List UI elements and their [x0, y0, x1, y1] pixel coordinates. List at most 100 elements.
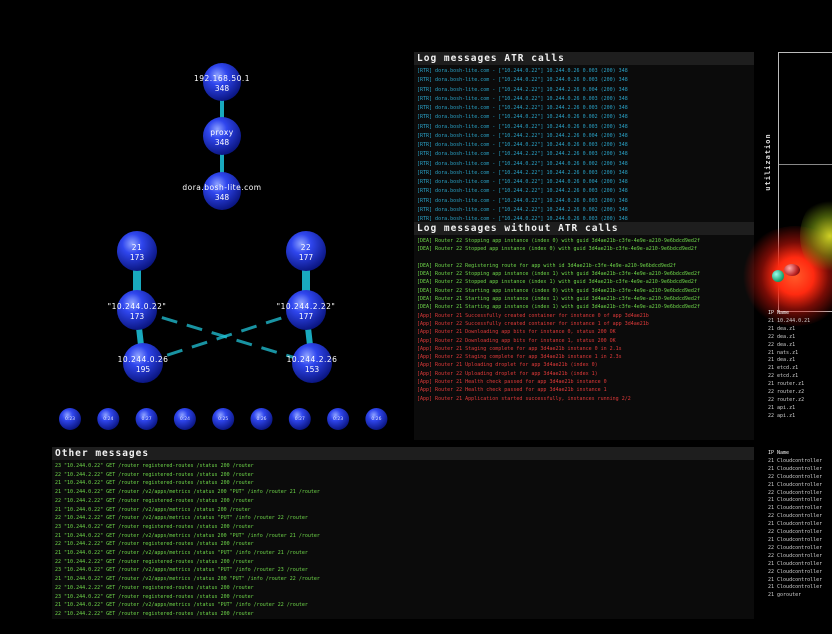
log-line: [RTR] dora.bosh-lite.com - ["10.244.2.22… — [417, 151, 628, 158]
log-line: [App] Router 22 Staging complete for app… — [417, 354, 622, 361]
small-node[interactable] — [250, 408, 273, 430]
heat-point[interactable] — [772, 270, 784, 282]
node-sphere[interactable] — [292, 343, 332, 383]
other-messages-lines[interactable]: 23 "10.244.0.22" GET /router registered-… — [55, 462, 752, 618]
node-sphere[interactable] — [117, 231, 157, 271]
network-graph: 192.168.50.1348proxy348dora.bosh-lite.co… — [59, 63, 388, 430]
heat-point[interactable] — [784, 264, 800, 276]
noatr-log-lines[interactable]: [DEA] Router 22 Stopping app instance (i… — [417, 237, 752, 437]
log-line: [RTR] dora.bosh-lite.com - ["10.244.0.22… — [417, 197, 628, 204]
log-line: 21 dea.z1 — [768, 357, 796, 364]
node-label: dora.bosh-lite.com — [182, 183, 261, 192]
log-line: [RTR] dora.bosh-lite.com - ["10.244.0.22… — [417, 95, 628, 102]
log-line: [App] Router 22 Successfully created con… — [417, 320, 649, 327]
log-line — [417, 254, 752, 262]
node-sphere[interactable] — [203, 172, 241, 210]
log-line: 21 Cloudcontroller — [768, 584, 823, 591]
log-line: 21 "10.244.0.22" GET /router registered-… — [55, 480, 254, 487]
log-line: 21 "10.244.0.22" GET /router /v2/apps/me… — [55, 602, 308, 609]
log-line: 21 dea.z1 — [768, 325, 796, 332]
small-node[interactable] — [97, 408, 120, 430]
log-line: 23 "10.244.0.22" GET /router registered-… — [55, 463, 254, 469]
log-line: 21 gorouter — [768, 592, 802, 599]
atr-log-title: Log messages ATR calls — [414, 52, 754, 65]
log-line: 22 "10.244.2.22" GET /router registered-… — [55, 497, 254, 504]
log-line: 21 Cloudcontroller — [768, 521, 823, 528]
small-node[interactable] — [212, 408, 235, 430]
log-line: [RTR] dora.bosh-lite.com - ["10.244.2.22… — [417, 206, 628, 213]
node-label: 192.168.50.1 — [194, 74, 250, 83]
noatr-log-title: Log messages without ATR calls — [414, 222, 754, 235]
log-line: 22 "10.244.2.22" GET /router registered-… — [55, 558, 254, 565]
log-line: 21 etcd.z1 — [768, 365, 799, 372]
log-line: 23 "10.244.0.22" GET /router /v2/apps/me… — [55, 567, 308, 574]
log-line: [DEA] Router 21 Starting app instance (i… — [417, 296, 700, 303]
node-sphere[interactable] — [203, 117, 241, 155]
log-line: 22 "10.244.2.22" GET /router registered-… — [55, 471, 254, 478]
node-sphere[interactable] — [203, 63, 241, 101]
list1-header: IP Name — [768, 310, 790, 316]
log-line: 22 api.z1 — [768, 412, 796, 419]
log-line: [DEA] Router 21 Starting app instance (i… — [417, 304, 700, 311]
log-line: [DEA] Router 22 Stopping app instance (i… — [417, 238, 700, 244]
noatr-log-panel: Log messages without ATR calls [DEA] Rou… — [414, 222, 754, 440]
small-node[interactable] — [288, 408, 311, 430]
small-node-label: 0:23 — [333, 416, 343, 422]
small-node[interactable] — [59, 408, 81, 430]
log-line: [RTR] dora.bosh-lite.com - ["10.244.0.22… — [417, 68, 628, 74]
node-sphere[interactable] — [286, 290, 326, 330]
log-line: 21 nats.z1 — [768, 349, 799, 356]
node-sphere[interactable] — [117, 290, 157, 330]
log-line: 21 Cloudcontroller — [768, 497, 823, 504]
log-line: [RTR] dora.bosh-lite.com - ["10.244.0.22… — [417, 123, 628, 130]
atr-log-lines[interactable]: [RTR] dora.bosh-lite.com - ["10.244.0.22… — [417, 67, 752, 221]
graph-node[interactable]: "10.244.0.22"173 — [108, 290, 167, 330]
node-count: 173 — [130, 253, 145, 262]
node-count: 348 — [215, 138, 230, 147]
node-sphere[interactable] — [286, 231, 326, 271]
log-line: [RTR] dora.bosh-lite.com - ["10.244.0.22… — [417, 160, 628, 167]
log-line: 22 Cloudcontroller — [768, 489, 823, 496]
small-node[interactable] — [135, 408, 158, 430]
log-line: 21 Cloudcontroller — [768, 560, 823, 567]
log-line: 23 "10.244.0.22" GET /router registered-… — [55, 593, 254, 600]
node-label: 21 — [132, 243, 143, 252]
log-line: 22 router.z2 — [768, 389, 805, 396]
log-line: 22 router.z2 — [768, 396, 805, 403]
log-line: [RTR] dora.bosh-lite.com - ["10.244.2.22… — [417, 132, 628, 139]
log-line: 22 dea.z1 — [768, 341, 796, 348]
node-count: 348 — [215, 84, 230, 93]
log-line: [App] Router 21 Application started succ… — [417, 395, 631, 402]
log-line: 22 Cloudcontroller — [768, 568, 823, 575]
node-sphere[interactable] — [123, 343, 163, 383]
graph-node[interactable]: "10.244.2.22"177 — [277, 290, 336, 330]
log-line: [DEA] Router 22 Starting app instance (i… — [417, 287, 700, 294]
small-node-label: 0:27 — [295, 416, 305, 422]
small-node-label: 0:25 — [218, 416, 228, 422]
small-node[interactable] — [365, 408, 388, 430]
node-count: 177 — [299, 312, 314, 321]
log-line: 21 Cloudcontroller — [768, 465, 823, 472]
node-label: 10.244.0.26 — [118, 355, 169, 364]
node-list-2: IP Name 21 Cloudcontroller 21 Cloudcontro… — [768, 450, 832, 600]
small-node[interactable] — [327, 408, 350, 430]
list2-header: IP Name — [768, 450, 790, 456]
utilization-gridline — [779, 164, 832, 165]
atr-log-panel: Log messages ATR calls [RTR] dora.bosh-l… — [414, 52, 754, 222]
log-line: [App] Router 22 Downloading app bits for… — [417, 337, 616, 344]
log-line: [RTR] dora.bosh-lite.com - ["10.244.2.22… — [417, 105, 628, 111]
small-node[interactable] — [173, 408, 196, 430]
log-line: 22 dea.z1 — [768, 333, 796, 340]
log-line: 21 "10.244.0.22" GET /router /v2/apps/me… — [55, 506, 251, 513]
log-line: 21 "10.244.0.22" GET /router /v2/apps/me… — [55, 489, 320, 496]
log-line: 21 router.z1 — [768, 381, 805, 388]
